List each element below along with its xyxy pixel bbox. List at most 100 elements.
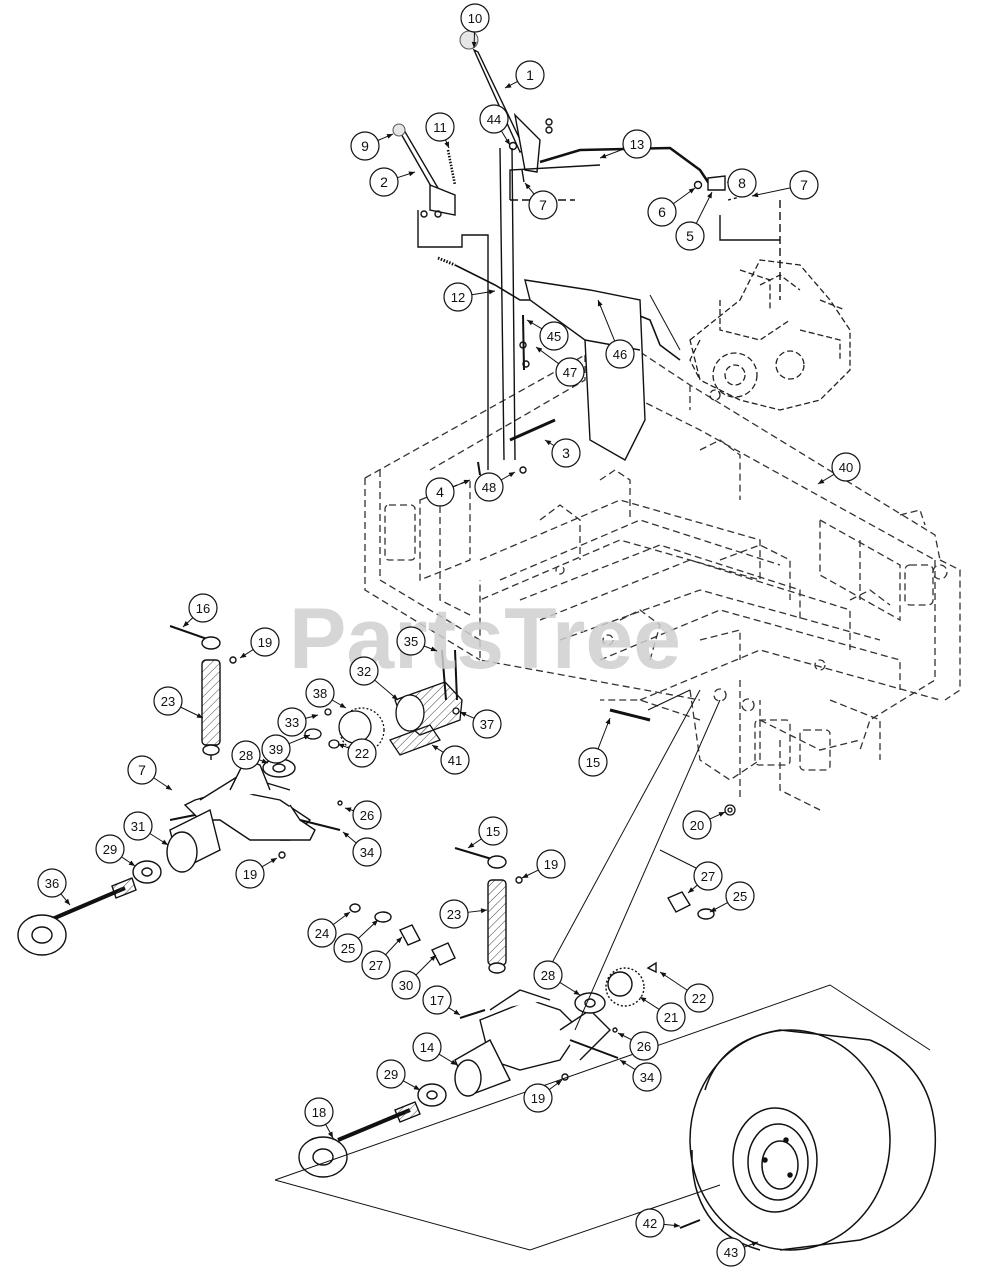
callout-bubble bbox=[425, 112, 455, 142]
callout-bubble bbox=[632, 1062, 662, 1092]
callout-arrow bbox=[196, 713, 203, 718]
callout-c9: 9 bbox=[350, 131, 394, 161]
callout-bubble bbox=[523, 1083, 553, 1113]
callout-bubble bbox=[479, 104, 509, 134]
callout-bubble bbox=[675, 221, 705, 251]
callout-arrow bbox=[270, 858, 277, 864]
callout-label: 7 bbox=[138, 762, 146, 778]
callout-c33: 33 bbox=[277, 707, 319, 737]
callout-c37: 37 bbox=[459, 709, 502, 739]
callout-bubble bbox=[725, 881, 755, 911]
callout-bubble bbox=[440, 745, 470, 775]
callout-arrow bbox=[710, 906, 717, 912]
callout-label: 10 bbox=[468, 11, 482, 26]
callout-c15a: 15 bbox=[578, 717, 611, 777]
callout-arrow bbox=[605, 718, 611, 725]
callout-label: 6 bbox=[658, 204, 666, 220]
callout-bubble bbox=[352, 800, 382, 830]
callout-label: 16 bbox=[196, 601, 210, 616]
callout-c16: 16 bbox=[182, 593, 218, 628]
callout-label: 45 bbox=[547, 329, 561, 344]
callout-arrow bbox=[345, 807, 352, 813]
callout-arrow bbox=[818, 478, 825, 484]
callout-arrow bbox=[660, 972, 667, 978]
callout-bubble bbox=[831, 452, 861, 482]
callout-label: 47 bbox=[563, 365, 577, 380]
callout-arrow bbox=[640, 997, 647, 1003]
callout-arrow bbox=[64, 898, 70, 905]
callout-label: 27 bbox=[701, 869, 715, 884]
callout-arrow bbox=[597, 300, 603, 307]
callout-label: 30 bbox=[399, 978, 413, 993]
callout-bubble bbox=[656, 1002, 686, 1032]
callout-arrow bbox=[391, 694, 398, 700]
callout-bubble bbox=[261, 734, 291, 764]
callout-label: 32 bbox=[357, 664, 371, 679]
callout-leader bbox=[597, 299, 616, 342]
callout-c34b: 34 bbox=[619, 1059, 662, 1092]
callout-c41: 41 bbox=[431, 744, 470, 775]
callout-bubble bbox=[422, 985, 452, 1015]
callout-bubble bbox=[307, 918, 337, 948]
callout-bubble bbox=[305, 678, 335, 708]
callout-bubble bbox=[361, 950, 391, 980]
callout-bubble bbox=[95, 834, 125, 864]
callout-bubble bbox=[460, 3, 490, 33]
wheel-group-outline bbox=[274, 984, 931, 1251]
callout-label: 20 bbox=[690, 818, 704, 833]
callout-arrow bbox=[504, 138, 510, 145]
callout-label: 28 bbox=[541, 968, 555, 983]
callout-arrow bbox=[453, 1009, 460, 1015]
callout-label: 34 bbox=[360, 845, 374, 860]
callout-label: 18 bbox=[312, 1105, 326, 1120]
callout-arrow bbox=[460, 712, 467, 717]
right-swing-arm-assembly bbox=[298, 847, 715, 1178]
callout-label: 40 bbox=[839, 460, 853, 475]
callout-arrow bbox=[429, 955, 436, 962]
callout-bubble bbox=[250, 627, 280, 657]
callout-arrow bbox=[688, 887, 695, 893]
callout-c43: 43 bbox=[716, 1237, 759, 1267]
callout-arrow bbox=[600, 153, 607, 159]
callout-bubble bbox=[349, 656, 379, 686]
callout-label: 29 bbox=[103, 842, 117, 857]
callout-label: 15 bbox=[586, 755, 600, 770]
callout-label: 1 bbox=[526, 67, 534, 83]
callout-label: 35 bbox=[404, 634, 418, 649]
callout-c30: 30 bbox=[391, 954, 437, 1000]
leader-lines bbox=[539, 294, 721, 1031]
callout-c14: 14 bbox=[412, 1032, 458, 1066]
callout-arrow bbox=[508, 472, 515, 478]
callout-arrow bbox=[311, 714, 318, 719]
callout-arrow bbox=[618, 1033, 625, 1038]
callout-bubble bbox=[352, 837, 382, 867]
callout-arrow bbox=[573, 989, 580, 995]
callout-arrow bbox=[555, 1080, 562, 1086]
knob-10 bbox=[459, 30, 479, 50]
callout-c45: 45 bbox=[526, 319, 569, 351]
callout-arrow bbox=[128, 860, 135, 866]
callout-bubble bbox=[684, 983, 714, 1013]
callout-label: 23 bbox=[161, 694, 175, 709]
callout-bubble bbox=[412, 1032, 442, 1062]
callout-arrow bbox=[505, 83, 512, 88]
callout-label: 39 bbox=[269, 742, 283, 757]
watermark-text: PartsTree bbox=[289, 591, 681, 687]
callout-leader bbox=[751, 187, 791, 197]
callout-bubble bbox=[629, 1031, 659, 1061]
callout-c8: 8 bbox=[726, 168, 757, 198]
chassis-frame bbox=[364, 351, 961, 811]
callout-c27b: 27 bbox=[361, 936, 403, 980]
callout-arrow bbox=[413, 1084, 420, 1090]
callout-label: 26 bbox=[637, 1039, 651, 1054]
callout-label: 19 bbox=[544, 857, 558, 872]
callout-label: 29 bbox=[384, 1067, 398, 1082]
callout-label: 21 bbox=[664, 1010, 678, 1025]
callout-label: 3 bbox=[562, 445, 570, 461]
callout-label: 24 bbox=[315, 926, 329, 941]
callout-bubble bbox=[555, 357, 585, 387]
control-linkage bbox=[399, 48, 781, 476]
callout-label: 28 bbox=[239, 748, 253, 763]
callout-c11: 11 bbox=[425, 112, 455, 149]
